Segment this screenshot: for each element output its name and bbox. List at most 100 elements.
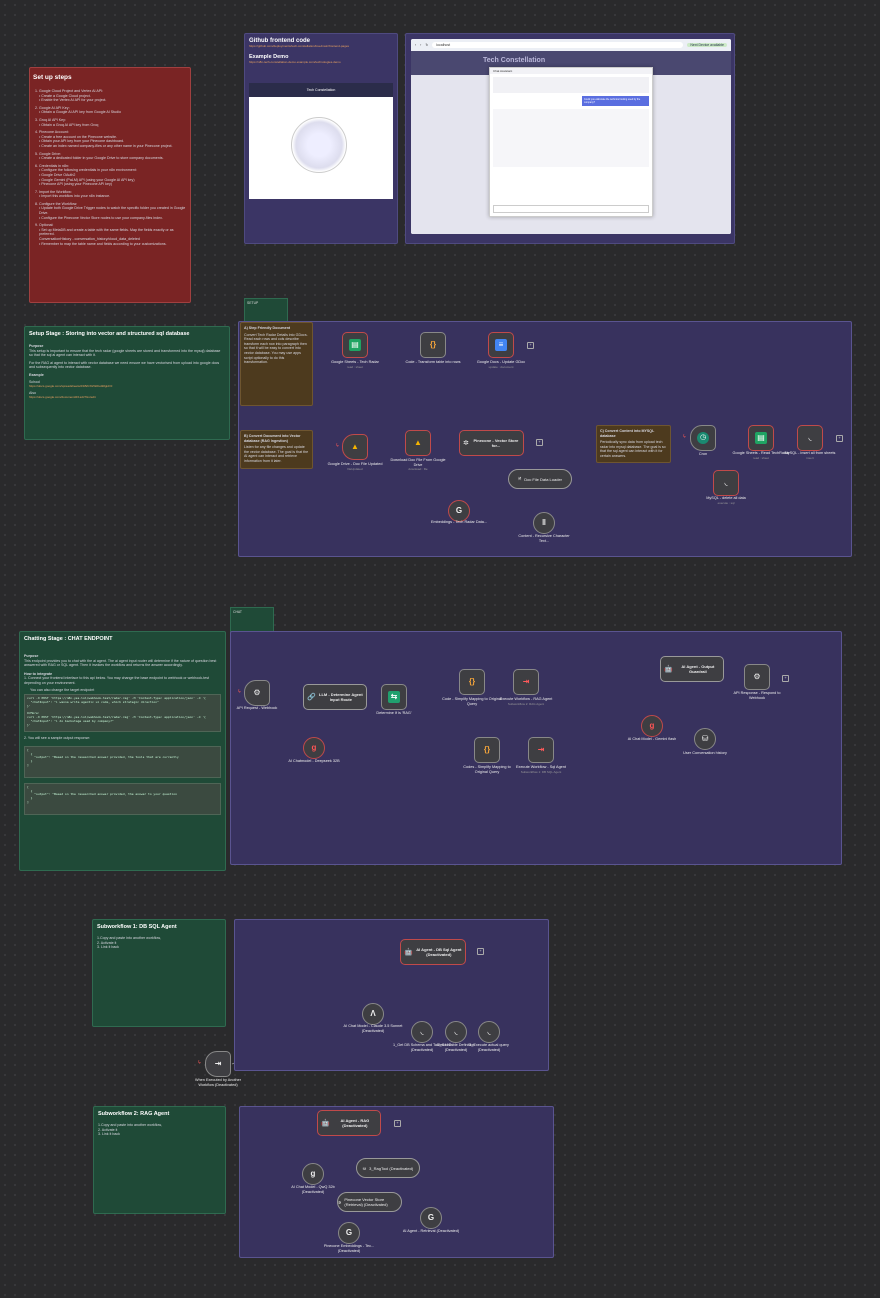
setup-step-item: 7. Import the Workflow: [35,189,72,194]
node-code-transform[interactable]: {} [420,332,446,358]
add-node-button[interactable]: + [477,948,484,955]
sql-agent-label: AI Agent - DB Sql Agent (Deactivated) [416,947,462,957]
setup-steps-note[interactable]: Set up steps 1. Google Cloud Project and… [29,67,191,303]
add-node-button[interactable]: + [394,1120,401,1127]
also-link[interactable]: https://docs.google.com/document/d/1sdJ7… [29,395,96,400]
chat-input[interactable] [493,205,649,213]
node-claude-model[interactable]: Λ [362,1003,384,1025]
label-webhook: API Request - Webhook [236,706,278,710]
setup-step-item: • Google Drive OAuth2 [39,172,76,177]
note-step-c[interactable]: C) Convert Content into MYSQL database P… [596,425,671,463]
node-rag-agent[interactable]: 🤖AI Agent - RAG (Deactivated) [317,1110,381,1136]
github-note[interactable]: Github frontend code https://github.com/… [244,33,398,244]
splitter-icon: ‖ [542,518,546,527]
node-pinecone-vector-store[interactable]: ✲Pinecone - Vector Store for... [459,430,524,456]
node-tool-execute[interactable]: ◟ [478,1021,500,1043]
add-node-button[interactable]: + [527,342,534,349]
github-link[interactable]: https://github.com/deployments/tech-cons… [249,44,350,48]
node-text-splitter[interactable]: ‖ [533,512,555,534]
node-rag-tool[interactable]: ⛁3_RagTool (Deactivated) [356,1158,420,1178]
node-pinecone-embeddings[interactable]: G [338,1222,360,1244]
forward-icon[interactable]: › [420,43,422,47]
execute-workflow-icon: ⇥ [537,745,545,754]
node-drive-trigger[interactable]: ▲ [342,434,368,460]
agent-out-label: AI Agent - Output Guardrail [681,664,715,674]
node-gemini-model[interactable]: g [641,715,663,737]
setup-stage-note[interactable]: Setup Stage : Storing into vector and st… [24,326,230,440]
node-sql-agent[interactable]: 🤖AI Agent - DB Sql Agent (Deactivated) [400,939,466,965]
node-doc-file-loader[interactable]: 🗎Doc File Data Loader [508,469,572,489]
demo-preview-image: Tech Constellation [249,83,393,199]
setup-step-item: 5. Google Drive: [35,151,61,156]
url-bar[interactable]: localhost [432,42,684,48]
back-icon[interactable]: ‹ [415,43,417,47]
demo-link[interactable]: https://n8n-tech-constellation-demo.exam… [249,59,341,64]
node-tool-schema[interactable]: ◟ [411,1021,433,1043]
sub1-note[interactable]: Subworkflow 1: DB SQL Agent 1.Copy and p… [92,919,226,1027]
output-code-block-2[interactable]: [ { "output": "Based on the researched a… [24,782,221,815]
output-code-block-1[interactable]: [ { "output": "Based on the researched a… [24,745,221,778]
label-tool-definition: 2_Get Table Definition (Deactivated) [437,1043,475,1052]
setup-step-item: • Pinecone API (using your Pinecone API … [39,182,112,187]
node-code-sql[interactable]: {} [474,737,500,763]
node-exec-trigger[interactable]: ⇥ [205,1051,231,1077]
chat-stage-note[interactable]: Chatting Stage : CHAT ENDPOINT Purpose T… [19,631,226,871]
setup-step-item: 8. Configure the Workflow: [35,201,78,206]
reload-icon[interactable]: ↻ [425,43,429,47]
node-read-techradar[interactable]: ▤ [748,425,774,451]
note-step-b[interactable]: B) Convert Document into Vector database… [240,430,313,469]
note-b-body: Listen for any file changes and update t… [244,445,309,463]
trigger-bolt-icon: ϟ [336,443,339,449]
node-agent-output[interactable]: 🤖AI Agent - Output Guardrail [660,656,724,682]
node-download-doc[interactable]: ▲ [405,430,431,456]
node-memory[interactable]: ⛁ [694,728,716,750]
node-exec-rag[interactable]: ⇥ [513,669,539,695]
node-retrieval-model[interactable]: G [420,1207,442,1229]
node-code-rag[interactable]: {} [459,669,485,695]
add-node-button[interactable]: + [782,675,789,682]
node-webhook[interactable]: ⚙ [244,680,270,706]
chat-dialog[interactable]: Chat Assistant Could you elaborate the t… [489,67,653,217]
link-icon: 🔗 [307,694,316,701]
node-respond-webhook[interactable]: ⚙ [744,664,770,690]
note-step-a[interactable]: A) Step Friendly Document Convert Tech R… [240,322,313,406]
node-llm-router[interactable]: 🔗LLM - Determine Agent Input Route [303,684,367,710]
node-exec-sql[interactable]: ⇥ [528,737,554,763]
node-switch-rag[interactable]: ⇆ [381,684,407,710]
app-title: Tech Constellation [483,57,546,64]
setup-step-item: 1. Google Cloud Project and Vertex AI AP… [35,89,104,93]
setup-step-item: 3. Groq AI API Key: [35,117,66,122]
note-c-title: C) Convert Content into MYSQL database [600,429,655,438]
device-status-badge[interactable]: Next Device available [687,43,727,47]
label-tool-execute: 3_Execute actual query (Deactivated) [469,1043,509,1052]
add-node-button[interactable]: + [536,439,543,446]
node-cron[interactable]: ◷ [690,425,716,451]
add-node-button[interactable]: + [836,435,843,442]
setup-tag[interactable]: SETUP [244,298,288,323]
integrate-label: How to integrate [24,671,53,676]
curl-code-block[interactable]: curl -X POST 'https://n8n.yes.lol/webhoo… [24,694,221,733]
sub2-note[interactable]: Subworkflow 2: RAG Agent 1.Copy and past… [93,1106,226,1214]
node-google-docs-update[interactable]: ≡ [488,332,514,358]
setup-step-item: • Configure the Pinecone Vector Store no… [39,215,163,220]
sub2-step-3: 3. Link it back [98,1132,120,1137]
node-mysql-delete[interactable]: ◟ [713,470,739,496]
browser-screenshot-note[interactable]: ‹›↻ localhost Next Device available Tech… [405,33,735,244]
node-embeddings-tech-radar[interactable]: G [448,500,470,522]
node-qwq-model[interactable]: g [302,1163,324,1185]
gemini-icon: G [345,1228,353,1237]
database-icon: ⛁ [362,1165,367,1171]
node-pinecone-retrieval[interactable]: ✲Pinecone Vector Store (Retrieval) (Deac… [337,1192,402,1212]
school-link[interactable]: https://docs.google.com/spreadsheets/d/1… [29,384,113,389]
label-embeddings: Embeddings - Tech Radar Data... [430,520,488,524]
node-mysql-insert[interactable]: ◟ [797,425,823,451]
node-deepseek[interactable]: g [303,737,325,759]
chat-tag[interactable]: CHAT [230,607,274,632]
setup-step-item: • Remember to map the table name and fie… [39,241,167,246]
node-tool-definition[interactable]: ◟ [445,1021,467,1043]
mysql-icon: ◟ [420,1027,424,1036]
label-claude: AI Chat Model - Claude 3.5 Sonnet (Deact… [343,1024,403,1033]
node-google-sheets-tech-radar[interactable]: ▤ [342,332,368,358]
